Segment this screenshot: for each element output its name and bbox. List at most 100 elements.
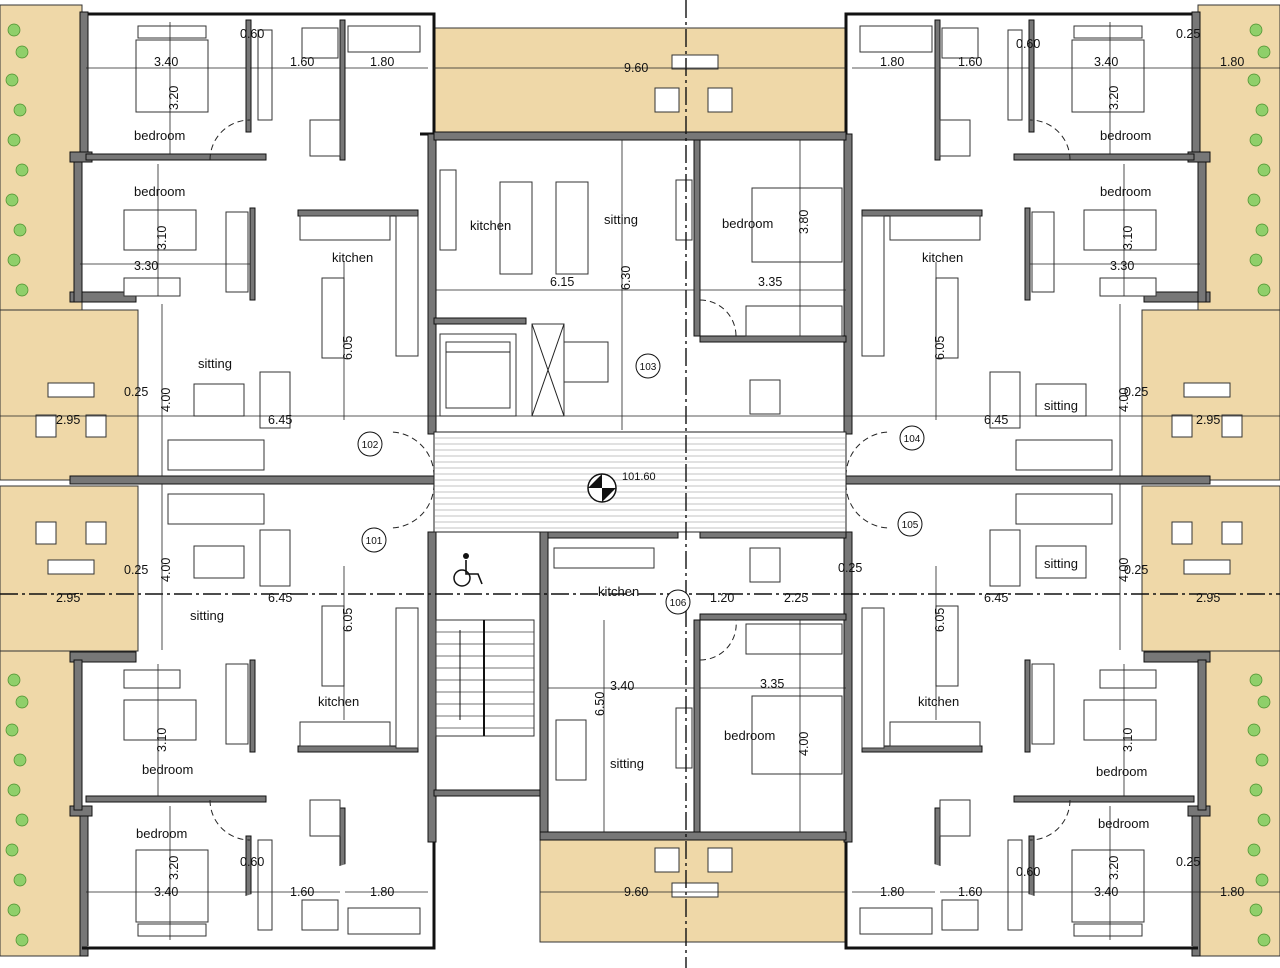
- unit-104: 104: [904, 434, 921, 445]
- furniture: [123, 25, 1157, 937]
- terrace-furniture: [35, 54, 1243, 898]
- label-sitting-w2: sitting: [190, 608, 224, 623]
- dim-160-br: 1.60: [958, 885, 982, 899]
- dim-180-br: 1.80: [880, 885, 904, 899]
- walls: [69, 11, 1211, 957]
- dim-605-tr: 6.05: [933, 336, 947, 360]
- terrace-east-bottom: [1197, 650, 1280, 957]
- dim-310-bl: 3.10: [155, 728, 169, 752]
- dim-645-bl: 6.45: [268, 591, 292, 605]
- label-bedroom-w3: bedroom: [142, 762, 193, 777]
- dim-960-top: 9.60: [624, 61, 648, 75]
- unit-102: 102: [362, 440, 379, 451]
- dim-400-bl: 4.00: [159, 558, 173, 582]
- dim-960-bottom: 9.60: [624, 885, 648, 899]
- dim-160-tr: 1.60: [958, 55, 982, 69]
- corridor: 101.60: [433, 431, 847, 533]
- label-kitchen-103: kitchen: [470, 218, 511, 233]
- dim-310-br: 3.10: [1121, 728, 1135, 752]
- label-kitchen-w1: kitchen: [332, 250, 373, 265]
- label-bedroom-103: bedroom: [722, 216, 773, 231]
- dim-330-tl: 3.30: [134, 259, 158, 273]
- planters: [5, 23, 1271, 947]
- label-bedroom-e3: bedroom: [1096, 764, 1147, 779]
- dim-605-tl: 6.05: [341, 336, 355, 360]
- dim-180-tr: 1.80: [880, 55, 904, 69]
- dim-060-br: 0.60: [1016, 865, 1040, 879]
- unit-105: 105: [902, 520, 919, 531]
- dim-320-br: 3.20: [1107, 856, 1121, 880]
- dim-400-tr: 4.00: [1117, 388, 1131, 412]
- dim-605-bl: 6.05: [341, 608, 355, 632]
- label-kitchen-w2: kitchen: [318, 694, 359, 709]
- label-bedroom-e2: bedroom: [1100, 184, 1151, 199]
- unit-106: 106: [670, 598, 687, 609]
- dim-645-tl: 6.45: [268, 413, 292, 427]
- label-bedroom-w2: bedroom: [134, 184, 185, 199]
- dim-295-tr: 2.95: [1196, 413, 1220, 427]
- dim-400-tl: 4.00: [159, 388, 173, 412]
- dim-060-tl: 0.60: [240, 27, 264, 41]
- label-kitchen-e1: kitchen: [922, 250, 963, 265]
- label-bedroom-w4: bedroom: [136, 826, 187, 841]
- label-bedroom-e1: bedroom: [1100, 128, 1151, 143]
- label-sitting-106: sitting: [610, 756, 644, 771]
- dim-025-tr0: 0.25: [1176, 27, 1200, 41]
- dim-295-br: 2.95: [1196, 591, 1220, 605]
- label-sitting-103: sitting: [604, 212, 638, 227]
- dim-025-bl: 0.25: [124, 563, 148, 577]
- dim-650: 6.50: [593, 692, 607, 716]
- dimension-lines: [0, 22, 1280, 940]
- label-sitting-w1: sitting: [198, 356, 232, 371]
- dim-320-tr: 3.20: [1107, 86, 1121, 110]
- dim-225: 2.25: [784, 591, 808, 605]
- terrace-north: [433, 27, 847, 135]
- room-labels: bedroom bedroom kitchen sitting sitting …: [134, 128, 1151, 841]
- label-bedroom-e4: bedroom: [1098, 816, 1149, 831]
- dim-180-tr2: 1.80: [1220, 55, 1244, 69]
- dim-025-br: 0.25: [1124, 563, 1148, 577]
- north-arrow-icon: [587, 473, 617, 503]
- dim-335-top: 3.35: [758, 275, 782, 289]
- label-sitting-e1: sitting: [1044, 398, 1078, 413]
- dim-645-br: 6.45: [984, 591, 1008, 605]
- dim-400-core: 4.00: [797, 732, 811, 756]
- stairs: [435, 553, 535, 737]
- dim-060-tr: 0.60: [1016, 37, 1040, 51]
- dim-615: 6.15: [550, 275, 574, 289]
- dim-025-tl: 0.25: [124, 385, 148, 399]
- level-label: 101.60: [622, 471, 656, 483]
- dim-180-bl: 1.80: [370, 885, 394, 899]
- dim-340-tl: 3.40: [154, 55, 178, 69]
- dimension-labels: 0.60 3.40 1.60 1.80 9.60 3.20 3.10 3.30 …: [56, 27, 1244, 899]
- door-swings: [209, 119, 1071, 841]
- label-bedroom-w1: bedroom: [134, 128, 185, 143]
- lift: [439, 323, 565, 417]
- dim-180-tl: 1.80: [370, 55, 394, 69]
- dim-605-br: 6.05: [933, 608, 947, 632]
- dim-340-bl: 3.40: [154, 885, 178, 899]
- dim-335-bottom: 3.35: [760, 677, 784, 691]
- dim-340-tr: 3.40: [1094, 55, 1118, 69]
- dim-160-tl: 1.60: [290, 55, 314, 69]
- label-bedroom-106: bedroom: [724, 728, 775, 743]
- dim-310-tl: 3.10: [155, 226, 169, 250]
- dim-025-br2: 0.25: [1176, 855, 1200, 869]
- dim-320-bl: 3.20: [167, 856, 181, 880]
- dim-400-br: 4.00: [1117, 558, 1131, 582]
- dim-295-tl: 2.95: [56, 413, 80, 427]
- dim-630: 6.30: [619, 266, 633, 290]
- dim-380: 3.80: [797, 210, 811, 234]
- dim-645-tr: 6.45: [984, 413, 1008, 427]
- dim-340-core: 3.40: [610, 679, 634, 693]
- dim-180-br2: 1.80: [1220, 885, 1244, 899]
- dim-120: 1.20: [710, 591, 734, 605]
- label-kitchen-e2: kitchen: [918, 694, 959, 709]
- dim-320-tl: 3.20: [167, 86, 181, 110]
- unit-103: 103: [640, 362, 657, 373]
- dim-340-br: 3.40: [1094, 885, 1118, 899]
- dim-060-bl: 0.60: [240, 855, 264, 869]
- dim-025-core: 0.25: [838, 561, 862, 575]
